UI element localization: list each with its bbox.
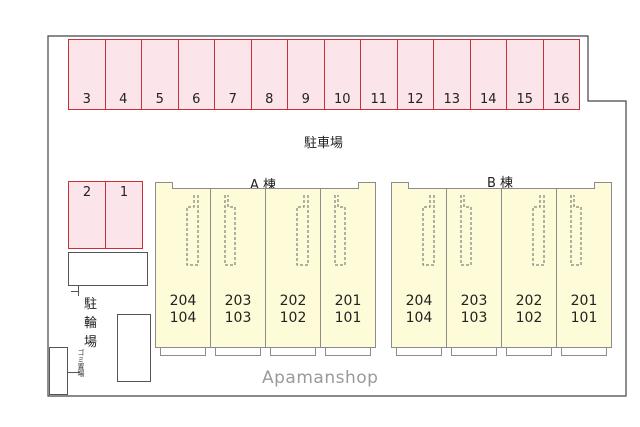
parking-stall: 8 bbox=[250, 39, 288, 110]
parking-stall: 13 bbox=[433, 39, 471, 110]
unit-balcony bbox=[270, 347, 316, 356]
parking-stall: 10 bbox=[323, 39, 361, 110]
parking-stall-number: 12 bbox=[406, 92, 424, 107]
parking-stall-number: 16 bbox=[552, 92, 570, 107]
unit-floorplan-outline bbox=[296, 195, 309, 266]
bike-stall: 1 bbox=[105, 181, 143, 249]
parking-stall-number: 14 bbox=[479, 92, 497, 107]
unit-number-upper: 203 bbox=[460, 293, 488, 309]
parking-stall-number: 5 bbox=[155, 92, 164, 107]
bike-stall: 2 bbox=[68, 181, 106, 249]
unit-number-lower: 104 bbox=[405, 310, 433, 326]
parking-stall: 7 bbox=[214, 39, 252, 110]
site-boundary bbox=[47, 35, 627, 397]
unit-number-upper: 202 bbox=[515, 293, 543, 309]
parking-stall-number: 3 bbox=[82, 92, 91, 107]
parking-stall-number: 4 bbox=[119, 92, 128, 107]
bike-stall-number: 1 bbox=[119, 185, 129, 200]
parking-stall: 16 bbox=[542, 39, 580, 110]
unit-number-upper: 201 bbox=[334, 293, 362, 309]
unit-number-upper: 202 bbox=[279, 293, 307, 309]
unit-number-lower: 103 bbox=[224, 310, 252, 326]
parking-stall: 11 bbox=[360, 39, 398, 110]
unit-number-lower: 104 bbox=[169, 310, 197, 326]
trash-box bbox=[49, 347, 68, 395]
unit-number-lower: 101 bbox=[334, 310, 362, 326]
unit-floorplan-outline bbox=[570, 195, 582, 266]
unit-floorplan-outline bbox=[224, 195, 236, 266]
unit-number-lower: 102 bbox=[515, 310, 543, 326]
unit-floorplan-outline bbox=[532, 195, 545, 266]
parking-stall: 14 bbox=[469, 39, 507, 110]
parking-stall-number: 15 bbox=[516, 92, 534, 107]
parking-stall-number: 10 bbox=[333, 92, 351, 107]
unit-floorplan-outline bbox=[460, 195, 472, 266]
parking-stall: 5 bbox=[141, 39, 179, 110]
bike-stall-number: 2 bbox=[82, 185, 92, 200]
building-corner bbox=[155, 182, 173, 189]
unit-number-lower: 103 bbox=[460, 310, 488, 326]
parking-stall-number: 9 bbox=[301, 92, 310, 107]
unit-balcony bbox=[561, 347, 607, 356]
unit-number-upper: 201 bbox=[570, 293, 598, 309]
unit-balcony bbox=[451, 347, 497, 356]
unit-balcony bbox=[160, 347, 206, 356]
bike-label-char-1: 駐 bbox=[84, 297, 98, 312]
unit-number-upper: 204 bbox=[405, 293, 433, 309]
building-corner bbox=[358, 182, 376, 189]
parking-stall-number: 7 bbox=[228, 92, 237, 107]
building-corner bbox=[594, 182, 612, 189]
parking-stall: 9 bbox=[287, 39, 325, 110]
parking-stall: 12 bbox=[396, 39, 434, 110]
parking-stall-number: 13 bbox=[443, 92, 461, 107]
bike-label-char-2: 輪 bbox=[84, 316, 98, 331]
unit-balcony bbox=[396, 347, 442, 356]
parking-stall: 4 bbox=[104, 39, 142, 110]
unit-number-lower: 102 bbox=[279, 310, 307, 326]
unit-number-upper: 203 bbox=[224, 293, 252, 309]
parking-stall: 6 bbox=[177, 39, 215, 110]
building-corner bbox=[391, 182, 409, 189]
parking-stall-number: 6 bbox=[192, 92, 201, 107]
watermark: Apamanshop bbox=[262, 368, 379, 388]
storage-box bbox=[117, 314, 151, 382]
unit-floorplan-outline bbox=[334, 195, 346, 266]
unit-number-lower: 101 bbox=[570, 310, 598, 326]
unit-floorplan-outline bbox=[422, 195, 435, 266]
site-plan bbox=[47, 35, 627, 397]
trash-label: ゴミ置場 bbox=[77, 349, 85, 377]
unit-balcony bbox=[506, 347, 552, 356]
parking-stall-number: 8 bbox=[265, 92, 274, 107]
parking-stall: 15 bbox=[506, 39, 544, 110]
bike-shelter bbox=[68, 252, 148, 286]
unit-number-upper: 204 bbox=[169, 293, 197, 309]
parking-stall: 3 bbox=[68, 39, 106, 110]
bike-label-char-3: 場 bbox=[84, 335, 98, 350]
unit-balcony bbox=[215, 347, 261, 356]
trash-box-tick bbox=[68, 372, 80, 373]
bike-shelter-tick bbox=[71, 291, 79, 292]
unit-balcony bbox=[325, 347, 371, 356]
parking-label: 駐車場 bbox=[304, 136, 344, 151]
unit-floorplan-outline bbox=[186, 195, 199, 266]
building-b-label: B 棟 bbox=[487, 176, 514, 191]
parking-stall-number: 11 bbox=[370, 92, 388, 107]
